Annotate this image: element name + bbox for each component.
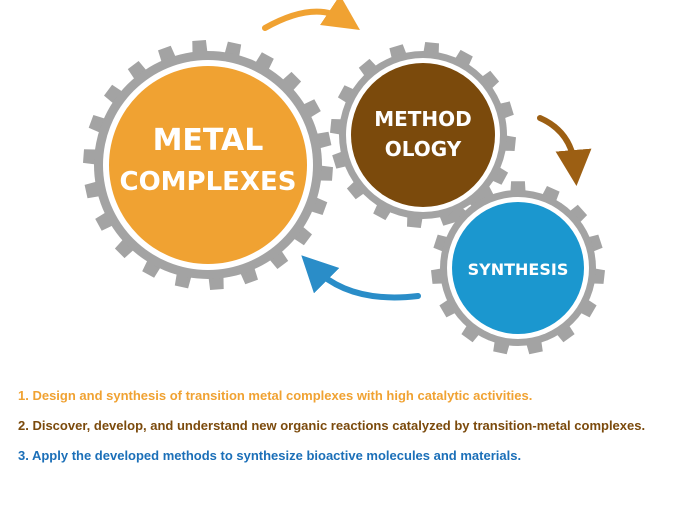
gear-label-methodology-line-2: OLOGY <box>385 137 462 161</box>
gear-methodology: METHOD OLOGY <box>330 42 516 228</box>
gear-cycle-diagram: METAL COMPLEXES METHOD OLOGY SYNTHESIS <box>83 0 605 355</box>
research-goal-item: 3. Apply the developed methods to synthe… <box>18 448 522 463</box>
gear-label-metal-line-2: COMPLEXES <box>120 167 297 197</box>
gear-label-metal-line-1: METAL <box>153 123 264 158</box>
research-goal-item: 1. Design and synthesis of transition me… <box>18 388 533 403</box>
gear-core-synthesis <box>452 202 584 334</box>
gear-metal-complexes: METAL COMPLEXES <box>83 40 333 290</box>
arrow-synthesis-to-metal <box>301 255 421 301</box>
arrow-metal-to-methodology <box>262 0 360 31</box>
gear-synthesis: SYNTHESIS <box>431 181 605 355</box>
gear-label-methodology-line-1: METHOD <box>374 107 472 131</box>
gear-core-metal <box>109 66 307 264</box>
gear-label-synthesis: SYNTHESIS <box>468 260 569 279</box>
research-goals-list: 1. Design and synthesis of transition me… <box>18 388 673 478</box>
arrow-methodology-to-synthesis <box>537 115 592 186</box>
gear-core-methodology <box>351 63 495 207</box>
research-goal-item: 2. Discover, develop, and understand new… <box>18 418 646 433</box>
